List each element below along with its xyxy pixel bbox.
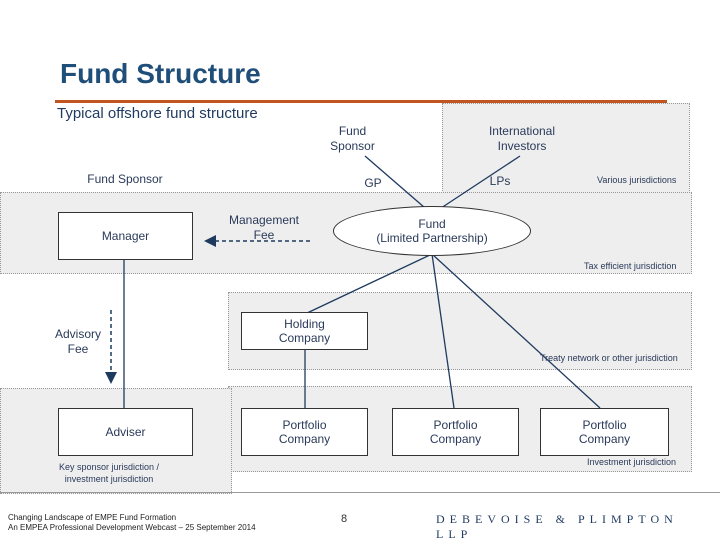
portfolio-company-box-2: Portfolio Company [392, 408, 519, 456]
line-fund-to-holding [304, 253, 433, 315]
line-investors-to-fund [431, 155, 521, 215]
page-number: 8 [341, 513, 348, 525]
lps-label: LPs [489, 174, 511, 188]
line-sponsor-to-fund [364, 155, 433, 215]
page-title: Fund Structure [60, 58, 261, 89]
various-jurisdictions-label: Various jurisdictions [597, 175, 677, 185]
advisory-fee-label: Advisory Fee [54, 327, 101, 356]
fund-label: Fund (Limited Partnership) [376, 217, 488, 245]
portfolio-company-box-1: Portfolio Company [241, 408, 368, 456]
adviser-label: Adviser [105, 425, 146, 439]
portfolio-company-box-3: Portfolio Company [540, 408, 669, 456]
investment-jurisdiction-label: Investment jurisdiction [587, 457, 677, 467]
page-subtitle: Typical offshore fund structure [57, 105, 258, 122]
brand-logo: DEBEVOISE & PLIMPTON LLP [436, 512, 678, 541]
divider-line [0, 492, 720, 493]
international-investors-label: International Investors [488, 124, 556, 153]
adviser-box: Adviser [58, 408, 193, 456]
line-fund-to-portfolio-3 [431, 253, 601, 409]
key-sponsor-jurisdiction-label: Key sponsor jurisdiction / investment ju… [58, 462, 160, 484]
gp-label: GP [364, 176, 382, 190]
fund-ellipse: Fund (Limited Partnership) [333, 206, 531, 256]
footer-line-1: Changing Landscape of EMPE Fund Formatio… [8, 513, 177, 522]
management-fee-label: Management Fee [228, 213, 300, 242]
holding-company-box: Holding Company [241, 312, 368, 350]
top-jurisdiction-band [442, 103, 690, 193]
title-rule [55, 100, 667, 103]
footer-line-2: An EMPEA Professional Development Webcas… [8, 523, 256, 532]
tax-efficient-label: Tax efficient jurisdiction [584, 261, 677, 271]
treaty-network-label: Treaty network or other jurisdiction [540, 353, 678, 363]
fund-sponsor-label: Fund Sponsor [330, 124, 375, 153]
manager-label: Manager [101, 229, 150, 243]
line-fund-to-portfolio-2 [431, 253, 455, 409]
manager-box: Manager [58, 212, 193, 260]
fund-sponsor-left-label: Fund Sponsor [87, 172, 163, 186]
portfolio-company-label-3: Portfolio Company [578, 418, 631, 446]
holding-company-label: Holding Company [278, 317, 331, 345]
portfolio-company-label-2: Portfolio Company [429, 418, 482, 446]
portfolio-company-label-1: Portfolio Company [278, 418, 331, 446]
